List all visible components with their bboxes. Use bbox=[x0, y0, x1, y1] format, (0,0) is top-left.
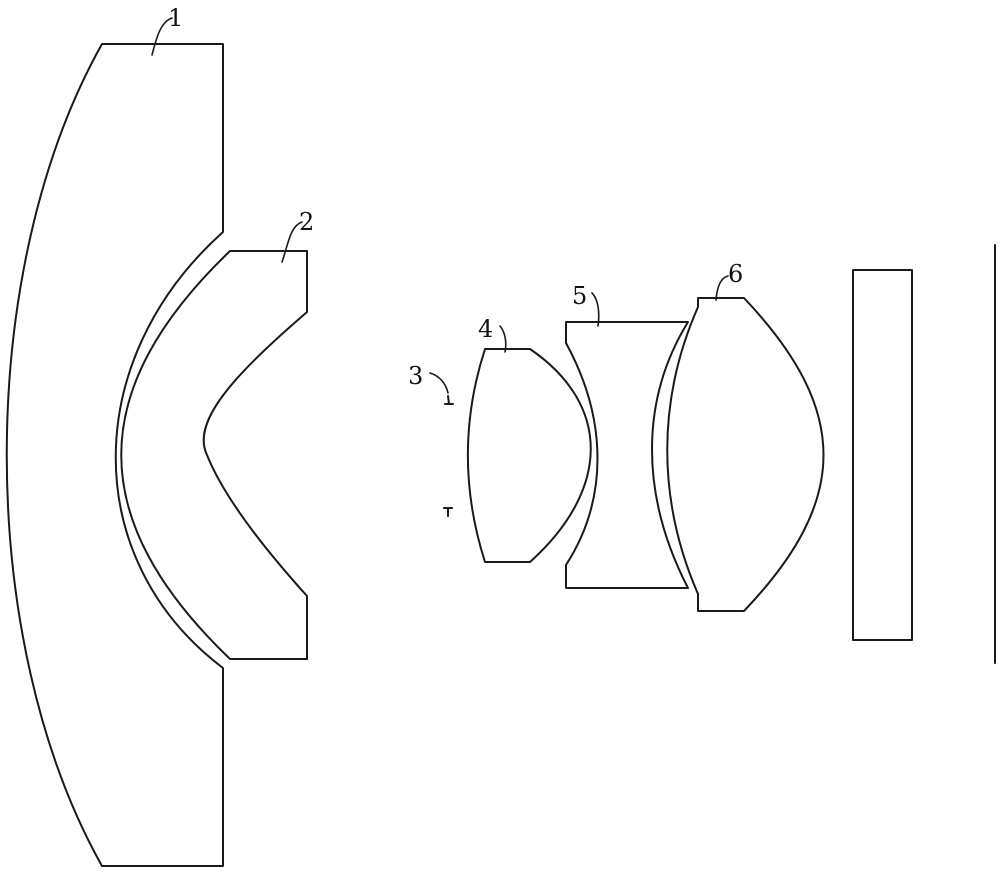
leader-line-6 bbox=[716, 276, 728, 300]
lens-element-5: 5 bbox=[566, 282, 688, 588]
callout-label-3: 3 bbox=[408, 362, 423, 390]
stop-mark-bottom bbox=[444, 508, 452, 516]
lens-5-outline bbox=[566, 322, 688, 588]
lens-element-1: 1 bbox=[7, 4, 223, 866]
lens-element-2: 2 bbox=[121, 208, 314, 659]
aperture-stop-3: 3 bbox=[408, 362, 453, 516]
stop-mark-top bbox=[445, 396, 453, 404]
lens-2-outline bbox=[121, 251, 307, 659]
callout-label-6: 6 bbox=[728, 260, 743, 288]
lens-4-outline bbox=[468, 349, 591, 562]
callout-label-2: 2 bbox=[299, 208, 314, 236]
lens-6-outline bbox=[667, 298, 823, 611]
lens-1-outline bbox=[7, 44, 223, 866]
callout-label-1: 1 bbox=[168, 4, 183, 32]
callout-label-4: 4 bbox=[478, 315, 493, 343]
callout-label-5: 5 bbox=[572, 282, 587, 310]
lens-element-6: 6 bbox=[667, 260, 823, 611]
leader-line-3 bbox=[430, 373, 448, 393]
flat-plate bbox=[853, 270, 912, 640]
lens-element-4: 4 bbox=[468, 315, 591, 562]
